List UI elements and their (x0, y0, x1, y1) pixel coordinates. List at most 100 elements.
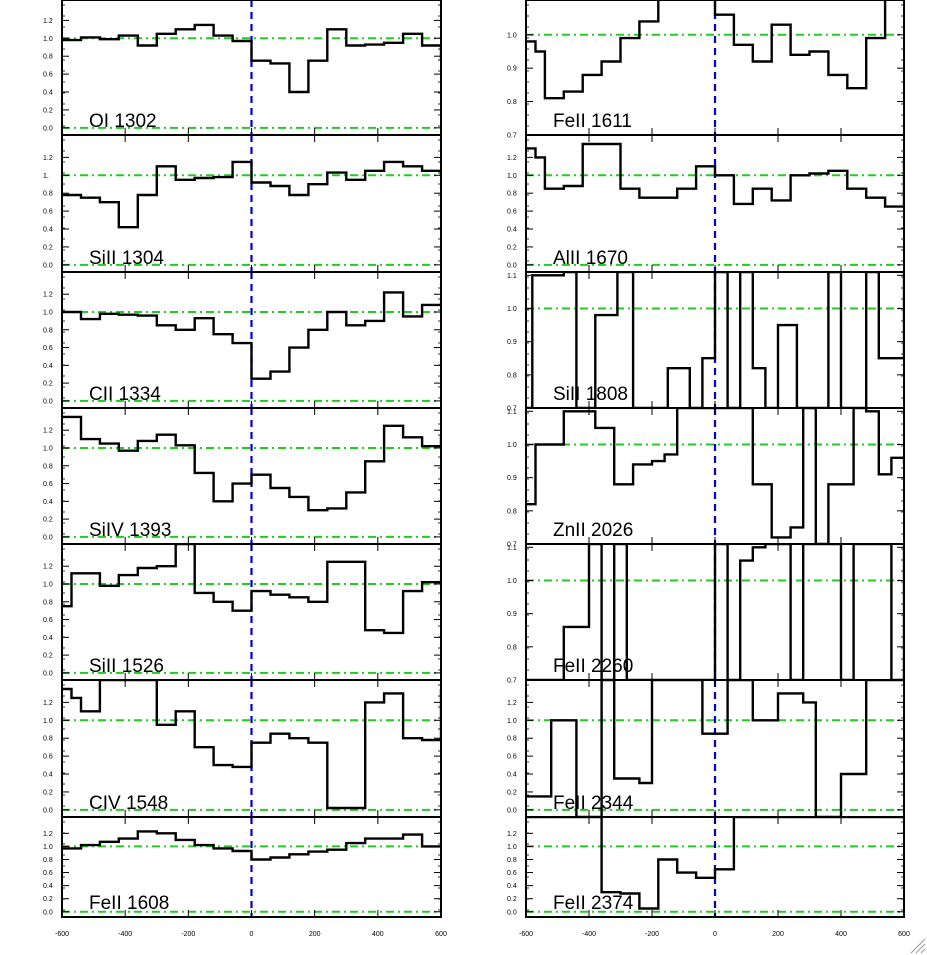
spectrum-series (526, 142, 904, 208)
y-tick-label: 0.0 (43, 398, 53, 405)
y-tick-label: 0.6 (43, 72, 53, 79)
transition-label: CIV 1548 (89, 793, 168, 814)
y-tick-label: 0.8 (43, 191, 53, 198)
spectrum-series (526, 817, 904, 910)
y-tick-label: 0.4 (43, 363, 53, 370)
y-tick-label: 1.0 (507, 578, 517, 585)
x-tick-label: -200 (645, 931, 659, 938)
y-tick-label: 0.2 (507, 896, 517, 903)
spectrum-series (62, 160, 441, 229)
y-tick-label: 0.7 (507, 133, 517, 140)
y-tick-label: 0.0 (43, 125, 53, 132)
y-tick-label: 0.8 (507, 644, 517, 651)
x-tick-label: -400 (118, 931, 132, 938)
y-tick-label: 0.0 (43, 534, 53, 541)
panel-frame (61, 816, 442, 918)
y-tick-label: 0.9 (507, 475, 517, 482)
panel-0-0: 0.00.20.40.60.81.01.2OI 1302 (43, 0, 442, 136)
y-tick-label: 1.2 (43, 564, 53, 571)
y-tick-label: 1.0 (507, 173, 517, 180)
transition-label: SiII 1808 (553, 384, 628, 405)
spectrum-series (526, 680, 904, 817)
spectrum-series (62, 830, 441, 861)
transition-label: AlII 1670 (553, 248, 628, 269)
y-tick-label: 0.8 (507, 857, 517, 864)
y-tick-label: 1.1 (507, 273, 517, 280)
y-tick-label: 0.0 (507, 909, 517, 916)
x-tick-label: 0 (250, 931, 254, 938)
spectrum-series (62, 23, 441, 94)
x-tick-label: 200 (772, 931, 784, 938)
y-tick-label: 0.2 (43, 381, 53, 388)
y-tick-label: 0.4 (43, 227, 53, 234)
y-tick-label: 1.0 (507, 718, 517, 725)
transition-label: SiII 1526 (89, 656, 164, 677)
y-tick-label: 0.6 (507, 209, 517, 216)
resize-grip-icon (910, 938, 926, 954)
y-tick-label: 1.2 (43, 155, 53, 162)
spectrum-series (62, 291, 441, 380)
transition-label: ZnII 2026 (553, 520, 633, 541)
y-tick-label: 0.8 (43, 463, 53, 470)
y-tick-label: 0.2 (43, 653, 53, 660)
y-tick-label: 0.4 (43, 90, 53, 97)
y-tick-label: 0.6 (43, 345, 53, 352)
y-tick-label: 0.6 (43, 617, 53, 624)
y-tick-label: 1.2 (43, 831, 53, 838)
y-tick-label: 0.8 (507, 99, 517, 106)
y-tick-label: 1.2 (43, 428, 53, 435)
y-tick-label: 0.2 (43, 896, 53, 903)
y-tick-label: 0.4 (507, 772, 517, 779)
y-tick-label: 1.0 (507, 32, 517, 39)
x-tick-label: 0 (713, 931, 717, 938)
x-tick-label: -600 (519, 931, 533, 938)
y-tick-label: 0.8 (507, 191, 517, 198)
y-tick-label: 1.2 (507, 700, 517, 707)
transition-label: FeII 2344 (553, 793, 634, 814)
y-tick-label: 0.0 (507, 807, 517, 814)
y-tick-label: 1.0 (507, 442, 517, 449)
x-tick-label: -200 (181, 931, 195, 938)
y-tick-label: 0.6 (43, 209, 53, 216)
y-tick-label: 0.6 (43, 870, 53, 877)
x-tick-label: -400 (582, 931, 596, 938)
y-tick-label: 0.4 (507, 227, 517, 234)
y-tick-label: 0.0 (43, 909, 53, 916)
y-tick-label: 0.6 (43, 754, 53, 761)
y-tick-label: 0.8 (507, 372, 517, 379)
transition-label: SiIV 1393 (89, 520, 171, 541)
y-tick-label: 1. (43, 173, 49, 180)
y-tick-label: 0.4 (507, 883, 517, 890)
transition-label: FeII 2374 (553, 893, 634, 914)
y-tick-label: 0.0 (43, 262, 53, 269)
y-tick-label: 0.2 (43, 517, 53, 524)
y-tick-label: 0.0 (43, 670, 53, 677)
y-tick-label: 0.2 (43, 244, 53, 251)
x-tick-label: 400 (372, 931, 384, 938)
y-tick-label: 1.0 (43, 36, 53, 43)
y-tick-label: 0.9 (507, 611, 517, 618)
y-tick-label: 0.8 (507, 508, 517, 515)
y-tick-label: 0.8 (43, 857, 53, 864)
x-tick-label: 200 (309, 931, 321, 938)
y-tick-label: 0.4 (43, 499, 53, 506)
panel-frame (525, 816, 905, 918)
transition-label: FeII 1611 (553, 111, 632, 132)
y-tick-label: 0.0 (43, 807, 53, 814)
y-tick-label: 0.9 (507, 339, 517, 346)
y-tick-label: 0.8 (43, 54, 53, 61)
y-tick-label: 1.0 (43, 718, 53, 725)
